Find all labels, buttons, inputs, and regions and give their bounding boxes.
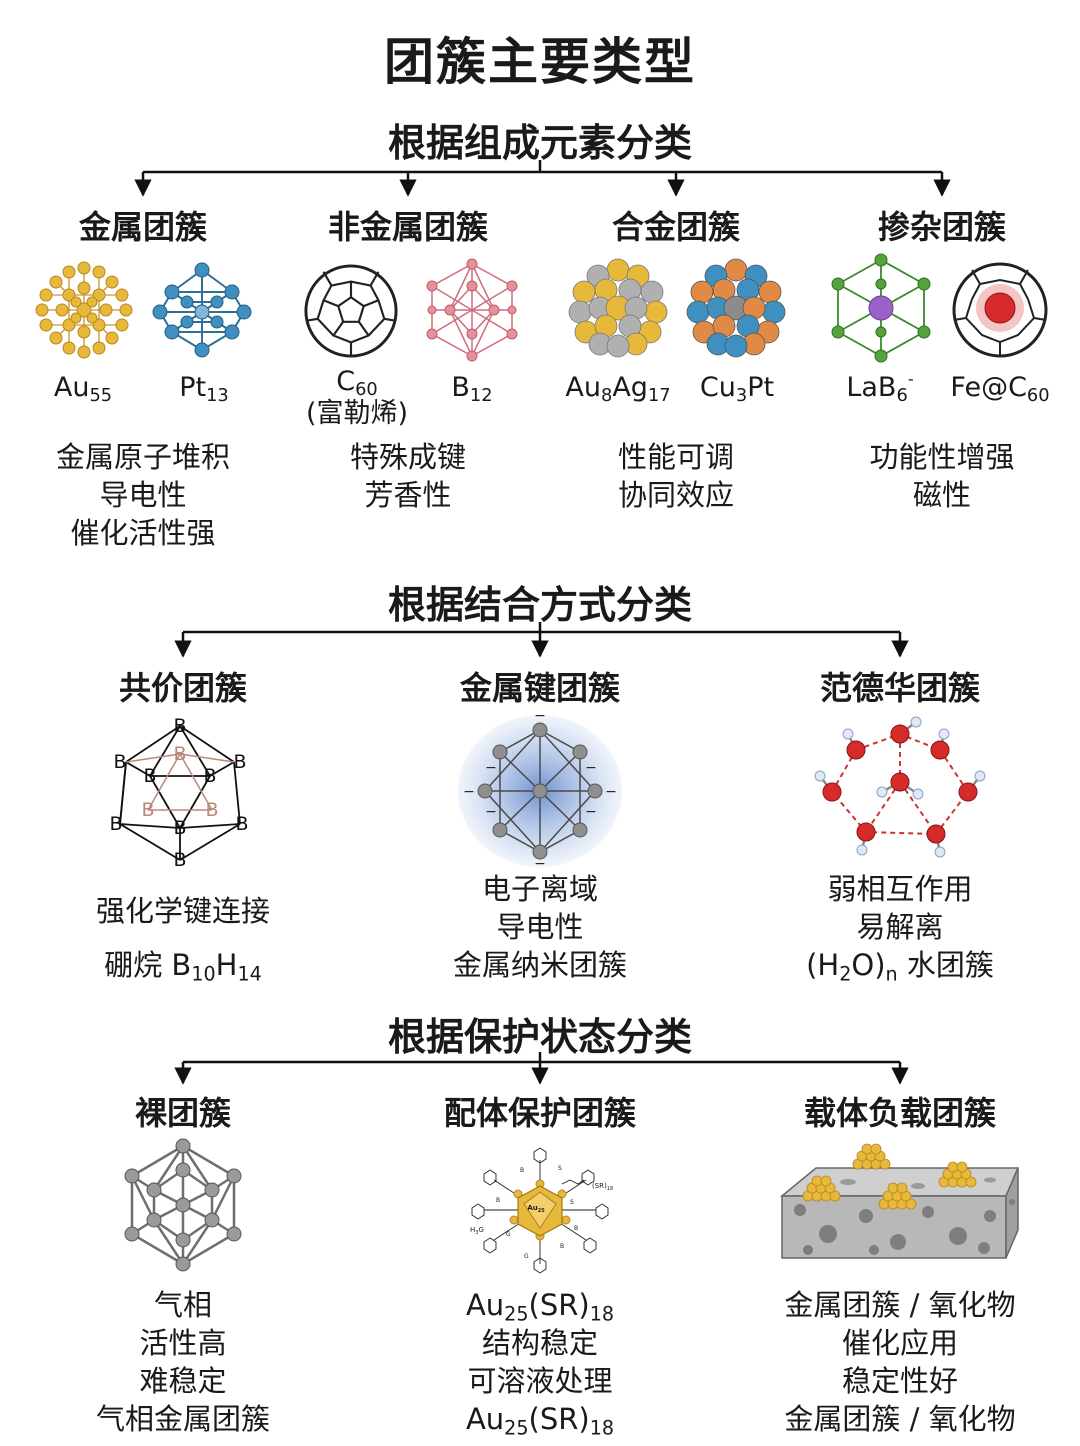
b-atom: B	[109, 813, 122, 835]
svg-text:(SR)18: (SR)18	[592, 1182, 613, 1192]
doped-cluster-title: 掺杂团簇	[877, 208, 1007, 246]
metallic-bond-desc: 电子离域导电性金属纳米团簇	[452, 872, 628, 982]
svg-text:B: B	[560, 1243, 564, 1250]
label-b12: B12	[451, 372, 493, 406]
cu3pt-alloy-icon	[686, 258, 786, 358]
doped-cluster-desc: 功能性增强磁性	[869, 440, 1015, 512]
alloy-cluster-title: 合金团簇	[611, 208, 741, 246]
bare-cluster-icon	[124, 1138, 242, 1272]
svg-text:G: G	[524, 1253, 529, 1260]
section3-title: 根据保护状态分类	[387, 1015, 693, 1059]
svg-text:−: −	[463, 784, 475, 800]
b-atom: B	[173, 715, 186, 737]
svg-text:−: −	[585, 804, 597, 820]
bare-cluster-title: 裸团簇	[134, 1094, 232, 1132]
formula-au25sr18: Au25(SR)18	[465, 1288, 615, 1326]
alloy-cluster-desc: 性能可调协同效应	[617, 440, 735, 512]
metallic-bond-cluster-title: 金属键团簇	[459, 669, 621, 707]
fe-c60-doped-icon	[952, 262, 1048, 358]
svg-text:−: −	[605, 784, 617, 800]
nonmetal-cluster-title: 非金属团簇	[327, 208, 489, 246]
b12-cluster-icon	[426, 258, 518, 362]
section2-title: 根据结合方式分类	[387, 583, 693, 627]
b-atom: B	[235, 813, 248, 835]
svg-text:H3G: H3G	[470, 1226, 484, 1236]
label-cu3pt: Cu3Pt	[699, 372, 775, 406]
vdw-cluster-title: 范德华团簇	[819, 669, 981, 707]
ligand-protected-cluster-title: 配体保护团簇	[443, 1094, 637, 1132]
b-atom: B	[141, 799, 154, 821]
label-lab6: LaB6-	[846, 369, 914, 406]
section1-title: 根据组成元素分类	[387, 121, 693, 165]
svg-text:S: S	[570, 1199, 574, 1206]
metal-cluster-title: 金属团簇	[78, 208, 208, 246]
pt13-cluster-icon	[152, 262, 252, 358]
c60-fullerene-icon	[304, 264, 398, 358]
covalent-desc-2: 硼烷 B10H14	[104, 948, 262, 986]
supported-cluster-desc: 金属团簇 / 氧化物催化应用稳定性好金属团簇 / 氧化物	[784, 1288, 1016, 1436]
svg-text:B: B	[520, 1167, 524, 1174]
au8ag17-alloy-icon	[568, 258, 668, 358]
ligand-protected-au25-icon: Au25 (SR)18 H3G B S S B G B B G	[470, 1147, 613, 1274]
supported-cluster-icon	[779, 1143, 1020, 1259]
svg-text:−: −	[534, 708, 546, 724]
svg-text:−: −	[585, 760, 597, 776]
vdw-desc: 弱相互作用易解离 (H2O)n 水团簇	[806, 872, 994, 986]
b-atom: B	[173, 849, 186, 871]
svg-text:G: G	[506, 1231, 511, 1238]
b-atom: B	[173, 743, 186, 765]
page-title: 团簇主要类型	[384, 33, 696, 91]
covalent-cluster-title: 共价团簇	[118, 669, 248, 707]
b-atom: B	[113, 751, 126, 773]
b-atom: B	[233, 751, 246, 773]
svg-text:S: S	[558, 1165, 562, 1172]
bare-cluster-desc: 气相活性高难稳定气相金属团簇	[95, 1288, 271, 1436]
svg-text:−: −	[485, 760, 497, 776]
svg-text:B: B	[496, 1197, 500, 1204]
nonmetal-cluster-desc: 特殊成键芳香性	[349, 440, 467, 512]
label-au55: Au55	[53, 372, 113, 406]
ligand-protected-desc: Au25(SR)18 结构稳定可溶液处理 Au25(SR)18	[465, 1288, 615, 1440]
svg-text:−: −	[485, 804, 497, 820]
au55-cluster-icon	[35, 261, 133, 359]
water-cluster-icon	[814, 716, 986, 858]
metal-cluster-desc: 金属原子堆积导电性催化活性强	[55, 440, 231, 550]
label-fe-c60: Fe@C60	[950, 372, 1050, 406]
metallic-cluster-icon: − − − − − − − −	[458, 708, 622, 872]
svg-text:Au25: Au25	[527, 1204, 545, 1214]
label-c60: C60(富勒烯)	[305, 366, 409, 429]
water-cluster-formula: (H2O)n 水团簇	[806, 948, 994, 986]
lab6-doped-icon	[831, 253, 931, 363]
supported-cluster-title: 载体负载团簇	[803, 1094, 997, 1132]
covalent-desc-1: 强化学键连接	[95, 894, 271, 928]
b-atom: B	[173, 817, 186, 839]
b-atom: B	[143, 765, 156, 787]
label-pt13: Pt13	[179, 372, 229, 406]
svg-text:B: B	[574, 1225, 578, 1232]
svg-text:−: −	[534, 856, 546, 872]
label-au8ag17: Au8Ag17	[565, 372, 671, 406]
borane-cage-icon: B B B B B B B B B B B B	[109, 715, 248, 871]
b-atom: B	[203, 765, 216, 787]
formula-au25sr18-repeat: Au25(SR)18	[465, 1402, 615, 1440]
b-atom: B	[205, 799, 218, 821]
